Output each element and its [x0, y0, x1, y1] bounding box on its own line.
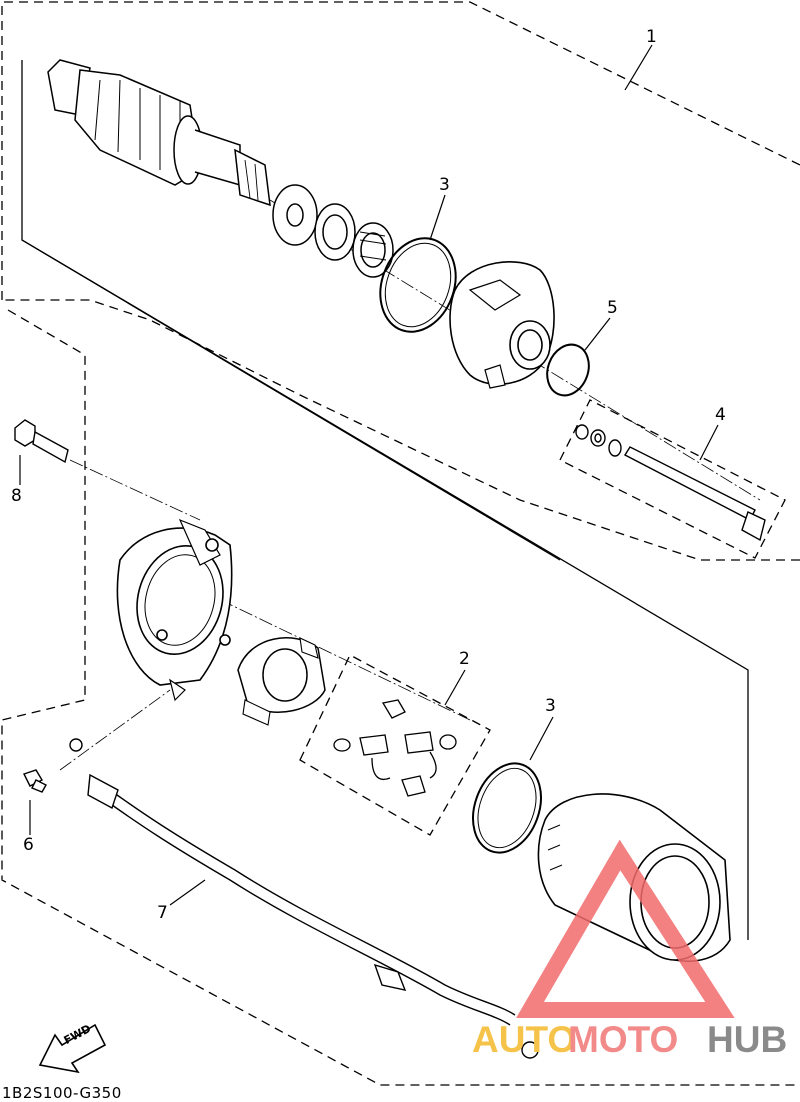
assembly-frame-line-lower	[21, 239, 561, 561]
callout-8: 8	[11, 486, 22, 506]
callout-6: 6	[23, 835, 34, 855]
callout-4: 4	[715, 405, 726, 425]
group-outline-brush-2	[299, 654, 491, 836]
center-line-lower	[199, 589, 471, 721]
front-cover	[449, 261, 555, 389]
mounting-bolt	[14, 419, 69, 464]
leader-3b	[529, 716, 554, 761]
callout-7: 7	[157, 903, 168, 923]
watermark-moto: MOTO	[568, 1019, 679, 1060]
watermark-auto: AUTO	[472, 1019, 577, 1060]
assembly-frame-line	[21, 60, 749, 940]
leader-1	[624, 44, 653, 91]
callout-5: 5	[607, 298, 618, 318]
leader-3a	[429, 194, 446, 241]
screw	[23, 769, 47, 793]
watermark-hub: HUB	[707, 1019, 788, 1060]
thrust-washer	[272, 184, 318, 246]
o-ring-small	[546, 343, 590, 397]
group-outline-main	[1, 309, 800, 1086]
through-bolt	[575, 424, 766, 542]
leader-2	[444, 669, 466, 706]
brush-holder	[237, 637, 326, 726]
callout-1: 1	[646, 27, 657, 47]
watermark-triangle	[516, 839, 735, 1018]
brush-kit	[333, 699, 457, 797]
forward-direction-arrow	[38, 1023, 107, 1074]
leader-4	[699, 424, 719, 461]
callout-3-lower: 3	[545, 696, 556, 716]
lead-wire	[69, 738, 539, 1059]
ball-bearing	[314, 203, 356, 261]
leader-7	[169, 879, 206, 906]
needle-bearing	[352, 222, 394, 278]
o-ring-lower	[472, 762, 542, 854]
leader-5	[584, 317, 611, 351]
diagram-code: 1B2S100-G350	[2, 1084, 122, 1102]
rear-bracket	[116, 518, 233, 702]
group-outline-armature-1	[1, 1, 800, 561]
center-line-bolt-8	[69, 459, 201, 521]
callout-2: 2	[459, 649, 470, 669]
callout-3-upper: 3	[439, 175, 450, 195]
group-outline-bolt-4	[559, 399, 786, 559]
center-line-wire	[59, 689, 171, 771]
armature-shaft	[47, 59, 271, 207]
